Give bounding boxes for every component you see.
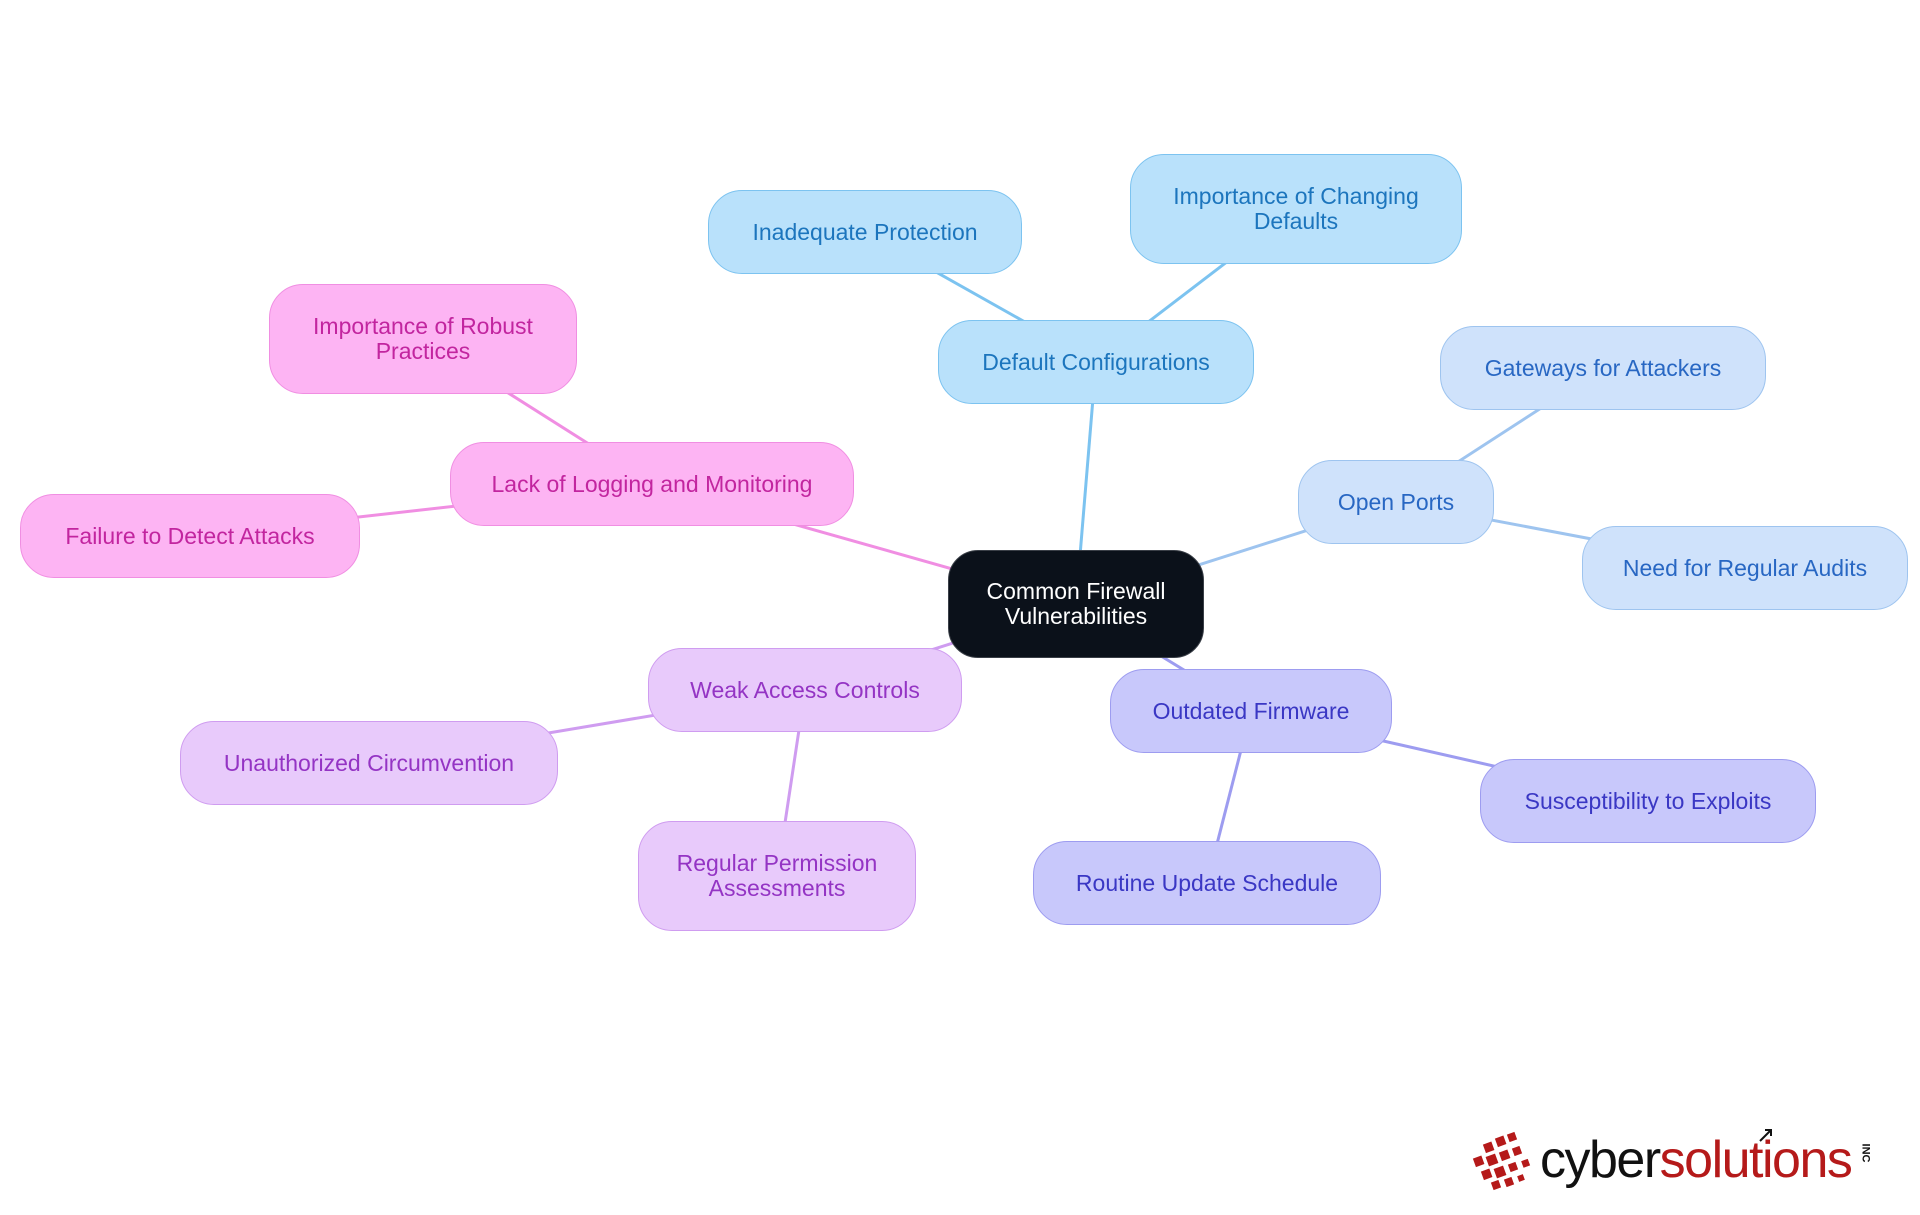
node-label: Routine Update Schedule (1075, 869, 1339, 896)
node-susceptibility-to-exploits: Susceptibility to Exploits (1480, 759, 1816, 843)
node-label: Open Ports (1337, 488, 1455, 515)
cybersolutions-logo: cybersolutions INC (1470, 1125, 1880, 1195)
node-need-for-regular-audits: Need for Regular Audits (1582, 526, 1908, 610)
node-label-line: Vulnerabilities (1004, 603, 1148, 629)
red-pixel-mark-icon (1472, 1131, 1531, 1191)
node-label: Weak Access Controls (690, 676, 920, 703)
node-label-line: Default Configurations (982, 348, 1210, 375)
node-label-line: Practices (375, 338, 471, 364)
node-label: Default Configurations (982, 348, 1210, 375)
node-lack-of-logging-and-monitoring: Lack of Logging and Monitoring (450, 442, 854, 526)
node-label-line: Weak Access Controls (690, 676, 920, 703)
node-label-line: Lack of Logging and Monitoring (491, 470, 813, 497)
node-label-line: Assessments (708, 875, 846, 901)
node-label-line: Importance of Changing (1173, 183, 1419, 209)
node-weak-access-controls: Weak Access Controls (648, 648, 962, 732)
node-label: Inadequate Protection (752, 218, 978, 245)
node-label-line: Failure to Detect Attacks (65, 522, 315, 549)
node-unauthorized-circumvention: Unauthorized Circumvention (180, 721, 558, 805)
node-label-line: Routine Update Schedule (1075, 869, 1339, 896)
node-label-line: Importance of Robust (313, 313, 533, 339)
node-gateways-for-attackers: Gateways for Attackers (1440, 326, 1766, 410)
node-inadequate-protection: Inadequate Protection (708, 190, 1022, 274)
node-label-line: Outdated Firmware (1152, 697, 1350, 724)
node-label-line: Common Firewall (986, 578, 1166, 604)
logo-wordmark: cybersolutions (1540, 1125, 1853, 1195)
node-label-line: Susceptibility to Exploits (1524, 787, 1772, 814)
node-default-configurations: Default Configurations (938, 320, 1254, 404)
node-label: Unauthorized Circumvention (223, 749, 515, 776)
arrow-accent-icon (1759, 1129, 1772, 1142)
node-label: Need for Regular Audits (1622, 554, 1868, 581)
node-label-line: Gateways for Attackers (1484, 354, 1722, 381)
node-outdated-firmware: Outdated Firmware (1110, 669, 1392, 753)
node-failure-to-detect-attacks: Failure to Detect Attacks (20, 494, 360, 578)
logo-solutions-text: solutions (1659, 1131, 1853, 1189)
node-label-line: Unauthorized Circumvention (223, 749, 515, 776)
node-label-line: Need for Regular Audits (1622, 554, 1868, 581)
node-label: Failure to Detect Attacks (65, 522, 315, 549)
node-label: Susceptibility to Exploits (1524, 787, 1772, 814)
node-label-line: Defaults (1253, 208, 1339, 234)
logo-cyber-text: cyber (1540, 1131, 1661, 1189)
node-label: Gateways for Attackers (1484, 354, 1722, 381)
node-label: Lack of Logging and Monitoring (491, 470, 813, 497)
node-label-line: Regular Permission (676, 850, 878, 876)
node-open-ports: Open Ports (1298, 460, 1494, 544)
node-label-line: Inadequate Protection (752, 218, 978, 245)
logo-inc-text: INC (1859, 1143, 1872, 1163)
node-label: Outdated Firmware (1152, 697, 1350, 724)
node-routine-update-schedule: Routine Update Schedule (1033, 841, 1381, 925)
node-label-line: Open Ports (1337, 488, 1455, 515)
